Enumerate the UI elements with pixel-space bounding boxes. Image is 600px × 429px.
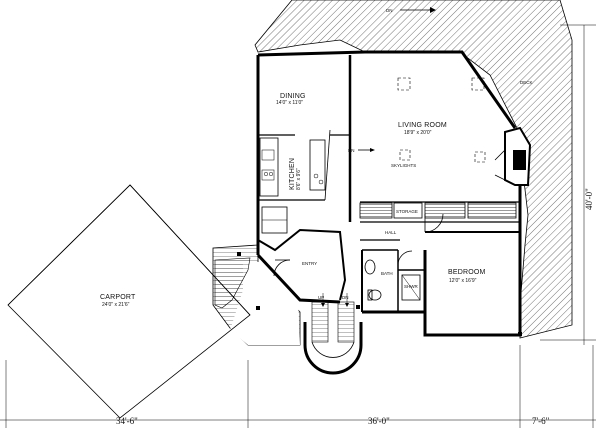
dim-right-vertical: 40'-0" bbox=[584, 188, 594, 210]
skylights-label: SKYLIGHTS bbox=[391, 163, 416, 168]
storage-label: STORAGE bbox=[396, 209, 418, 214]
shwr-label: SHWR bbox=[404, 284, 418, 289]
dim-bottom-right: 7'-6" bbox=[532, 416, 550, 426]
fireplace bbox=[494, 126, 532, 186]
bath-label: BATH bbox=[381, 271, 393, 276]
bedroom-size: 12'0" x 16'9" bbox=[449, 278, 477, 284]
bath-fixtures bbox=[364, 259, 421, 301]
dn-living-label: DN bbox=[348, 148, 355, 153]
exterior-walls bbox=[256, 50, 522, 337]
carport-size: 24'0" x 21'6" bbox=[102, 302, 130, 308]
doors bbox=[273, 213, 444, 277]
up-stair-label: UP bbox=[318, 295, 324, 300]
dimension-labels: 34'-6" 36'-0" 7'-6" 40'-0" bbox=[116, 188, 594, 426]
posts bbox=[237, 252, 522, 336]
hall-label: HALL bbox=[385, 230, 397, 235]
living-room-size: 18'9" x 20'0" bbox=[404, 130, 432, 136]
entry-label: ENTRY bbox=[302, 261, 317, 266]
dim-bottom-left: 34'-6" bbox=[116, 416, 138, 426]
storage-closets bbox=[359, 202, 517, 219]
kitchen-counters bbox=[259, 137, 326, 234]
carport-name: CARPORT bbox=[100, 294, 136, 301]
bedroom-name: BEDROOM bbox=[448, 269, 486, 276]
dining-size: 14'0" x 11'0" bbox=[276, 100, 303, 106]
deck bbox=[254, 0, 573, 339]
dimension-lines bbox=[0, 24, 596, 428]
kitchen-name: KITCHEN bbox=[289, 158, 296, 190]
dim-bottom-center: 36'-0" bbox=[368, 416, 390, 426]
dn-top-label: DN bbox=[386, 8, 393, 13]
dining-name: DINING bbox=[280, 93, 306, 100]
interior-walls bbox=[257, 55, 520, 312]
kitchen-size: 8'6" x 9'6" bbox=[296, 168, 302, 190]
living-room-name: LIVING ROOM bbox=[398, 122, 447, 129]
stair-tower bbox=[303, 301, 363, 375]
skylights bbox=[397, 77, 486, 163]
arrows bbox=[321, 7, 436, 307]
dn-stair-label: DN bbox=[342, 295, 349, 300]
carport bbox=[7, 184, 251, 419]
room-labels: DINING 14'0" x 11'0" LIVING ROOM 18'9" x… bbox=[100, 8, 533, 308]
deck-label: DECK bbox=[520, 80, 533, 85]
